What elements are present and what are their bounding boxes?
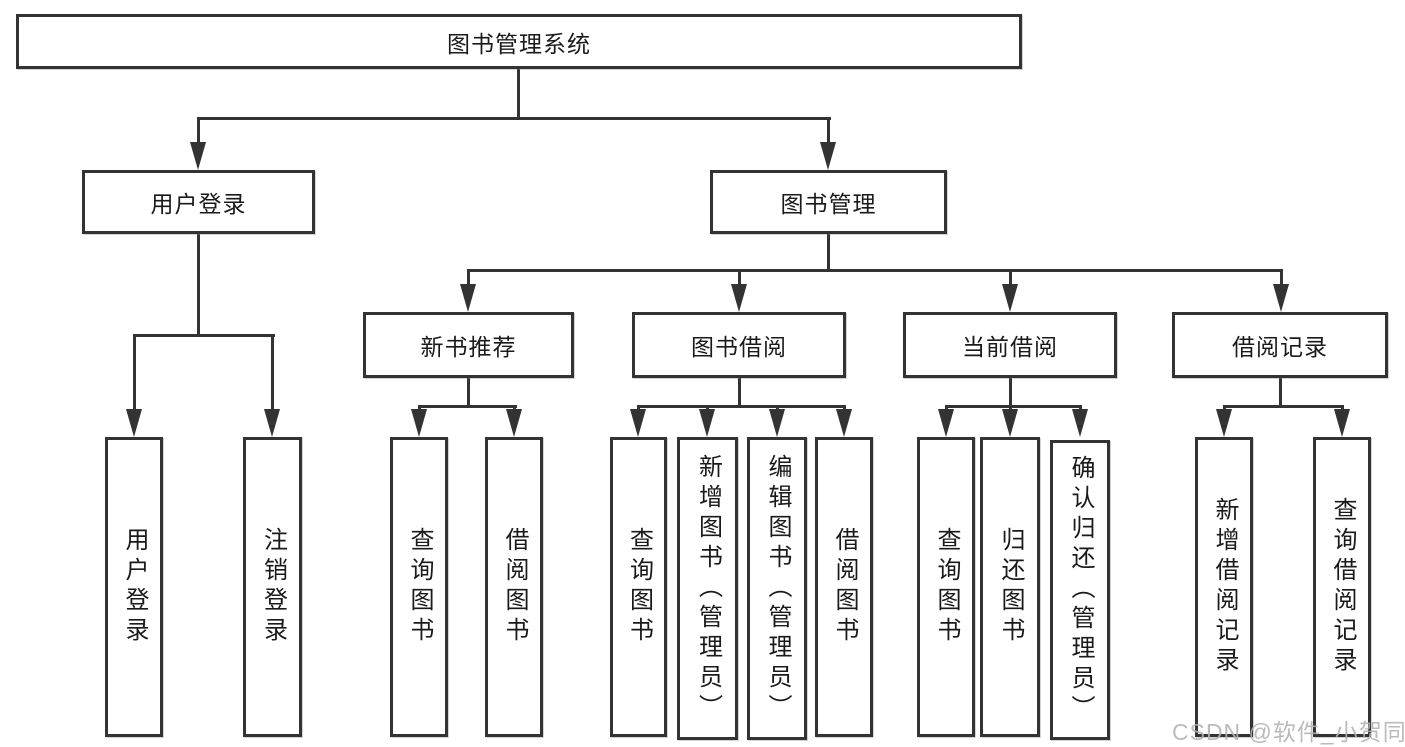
leaf-query-books-current: 查询图书: [917, 437, 975, 737]
node-user-login: 用户登录: [82, 170, 315, 234]
arrowhead-icon: [731, 284, 747, 312]
leaf-query-books-recommend: 查询图书: [390, 437, 448, 737]
leaf-confirm-return-admin: 确认归还（管理员）: [1050, 440, 1110, 740]
edge-mgmt-drop: [738, 269, 741, 287]
arrowhead-icon: [820, 142, 836, 170]
edge-userlogin-drop: [133, 334, 136, 412]
leaf-query-books-borrowing: 查询图书: [610, 437, 667, 737]
edge-mgmt-drop: [1280, 269, 1283, 287]
edge-borrowing-drop: [843, 405, 846, 411]
leaf-edit-books-admin: 编辑图书（管理员）: [747, 437, 807, 740]
arrowhead-icon: [630, 409, 646, 437]
edge-current-drop: [1009, 405, 1012, 411]
edge-borrowing-stem: [738, 378, 741, 408]
edge-root-drop-left: [197, 117, 200, 145]
leaf-user-login: 用户登录: [105, 437, 163, 737]
edge-borrowing-drop: [706, 405, 709, 411]
arrowhead-icon: [938, 409, 954, 437]
edge-borrowing-drop: [637, 405, 640, 411]
arrowhead-icon: [460, 284, 476, 312]
edge-recommend-drop: [418, 405, 421, 411]
edge-root-bar: [197, 117, 831, 120]
arrowhead-icon: [411, 409, 427, 437]
node-book-management: 图书管理: [710, 170, 947, 234]
arrowhead-icon: [126, 409, 142, 437]
leaf-query-borrow-record: 查询借阅记录: [1313, 437, 1371, 737]
edge-recommend-stem: [467, 378, 470, 408]
edge-current-drop: [945, 405, 948, 411]
leaf-borrow-books: 借阅图书: [815, 437, 873, 737]
leaf-add-books-admin: 新增图书（管理员）: [677, 437, 738, 740]
edge-mgmt-drop: [467, 269, 470, 287]
arrowhead-icon: [1334, 409, 1350, 437]
arrowhead-icon: [769, 409, 785, 437]
edge-records-drop: [1341, 405, 1344, 411]
edge-borrowing-bar: [637, 405, 846, 408]
edge-mgmt-bar: [467, 269, 1283, 272]
csdn-watermark: CSDN @软件_小贺同学: [1172, 719, 1405, 745]
edge-root-drop-right: [827, 117, 830, 145]
arrowhead-icon: [1216, 409, 1232, 437]
leaf-borrow-books-recommend: 借阅图书: [485, 437, 543, 737]
edge-recommend-drop: [513, 405, 516, 411]
edge-current-stem: [1009, 378, 1012, 408]
edge-root-stem: [517, 69, 520, 119]
arrowhead-icon: [506, 409, 522, 437]
node-borrowing-records: 借阅记录: [1172, 312, 1388, 378]
edge-mgmt-stem: [827, 234, 830, 272]
leaf-logout: 注销登录: [243, 437, 302, 737]
edge-current-bar: [945, 405, 1082, 408]
arrowhead-icon: [699, 409, 715, 437]
edge-records-bar: [1223, 405, 1344, 408]
arrowhead-icon: [1072, 409, 1088, 437]
node-book-borrowing: 图书借阅: [632, 312, 846, 378]
edge-recommend-bar: [418, 405, 517, 408]
arrowhead-icon: [264, 409, 280, 437]
edge-current-drop: [1079, 405, 1082, 411]
node-root-system: 图书管理系统: [16, 14, 1022, 69]
edge-userlogin-bar: [133, 334, 275, 337]
edge-mgmt-drop: [1009, 269, 1012, 287]
node-new-book-recommend: 新书推荐: [363, 312, 574, 378]
arrowhead-icon: [1273, 284, 1289, 312]
node-current-borrowing: 当前借阅: [903, 312, 1117, 378]
edge-userlogin-stem: [197, 234, 200, 336]
arrowhead-icon: [1002, 284, 1018, 312]
edge-userlogin-drop: [271, 334, 274, 412]
arrowhead-icon: [836, 409, 852, 437]
edge-borrowing-drop: [776, 405, 779, 411]
leaf-return-books: 归还图书: [980, 437, 1040, 737]
leaf-add-borrow-record: 新增借阅记录: [1195, 437, 1253, 737]
arrowhead-icon: [190, 142, 206, 170]
edge-records-stem: [1279, 378, 1282, 408]
edge-records-drop: [1223, 405, 1226, 411]
arrowhead-icon: [1002, 409, 1018, 437]
